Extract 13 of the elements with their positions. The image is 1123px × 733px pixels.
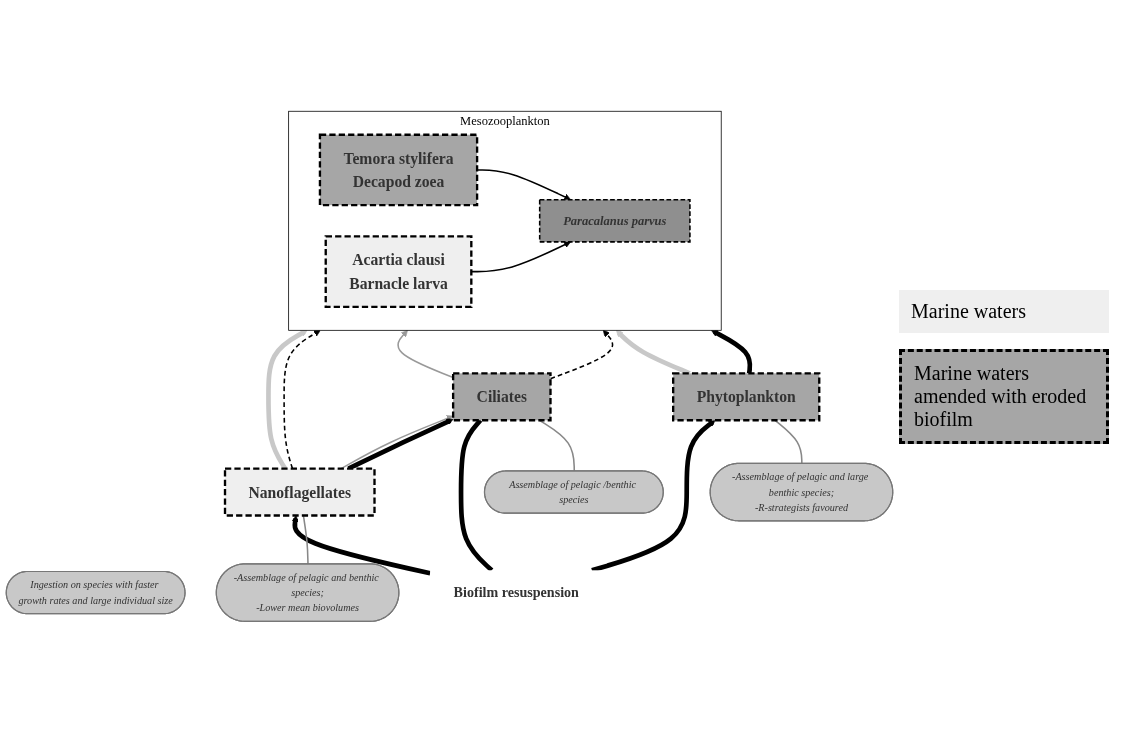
node-box: Phytoplankton (672, 372, 821, 422)
arrow (291, 515, 431, 576)
node-box: Acartia clausi Barnacle larva (324, 235, 473, 309)
node-box: Paracalanus parvus (538, 199, 691, 243)
node-box: Nanoflagellates (223, 467, 376, 517)
arrow (591, 420, 716, 573)
arrow (397, 330, 454, 379)
node-text: Biofilm resuspension (453, 584, 579, 601)
node-box: Temora stylifera Decapod zoea (318, 133, 479, 207)
legend-swatch: Marine waters amended with eroded biofilm (899, 348, 1109, 444)
node-box: Ciliates (451, 372, 552, 422)
arrow (711, 329, 753, 374)
legend-swatch: Marine waters (899, 289, 1109, 333)
